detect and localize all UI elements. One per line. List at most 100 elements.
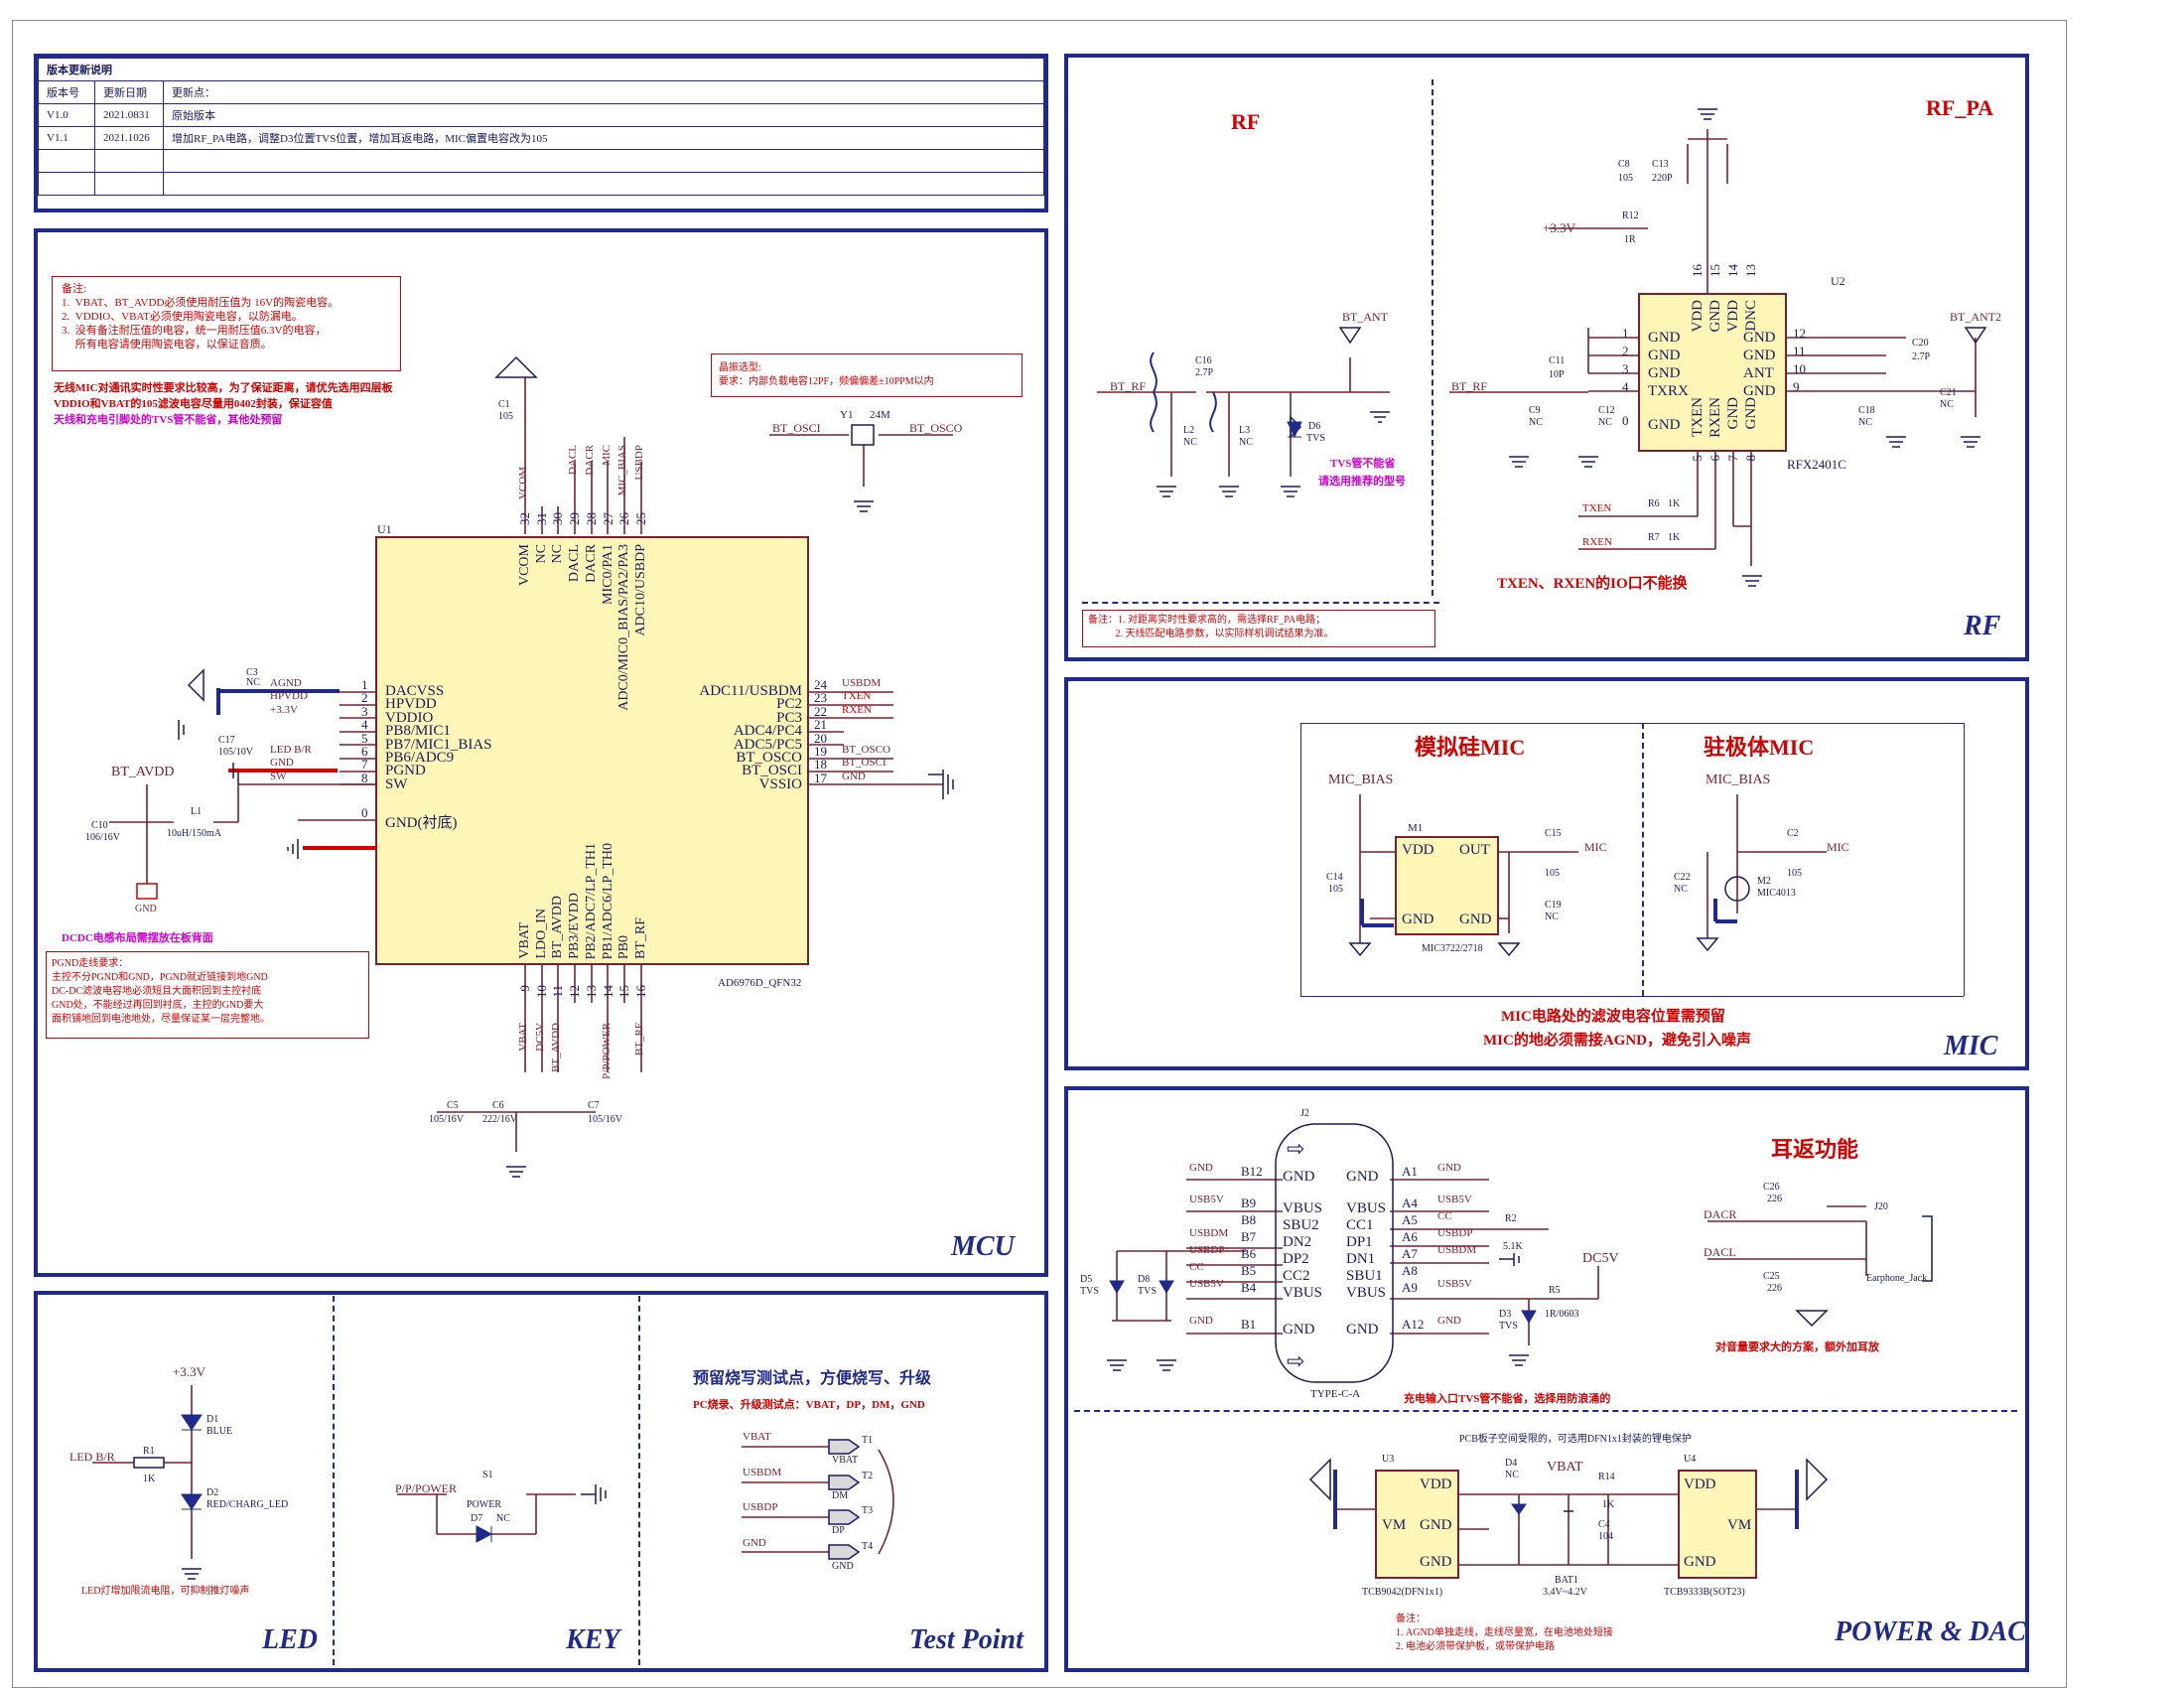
dc5v-label: DC5V <box>1582 1251 1619 1266</box>
u1-pin-name: DACR <box>583 544 599 583</box>
usb-pin-name: DN2 <box>1283 1234 1312 1250</box>
d7-value: NC <box>496 1513 510 1524</box>
mic-bias-1: MIC_BIAS <box>1328 773 1394 787</box>
crystal-osco-net: BT_OSCO <box>909 421 963 435</box>
u2-pin-name: GND <box>1725 397 1741 430</box>
l1-value: 10uH/150mA <box>167 828 221 839</box>
usb-pin-name: CC1 <box>1346 1217 1374 1233</box>
u2-pin-number: 3 <box>1622 361 1629 376</box>
c3-value: NC <box>246 677 260 688</box>
u1-ref: U1 <box>377 522 392 536</box>
usb-pin-name: GND <box>1346 1169 1379 1185</box>
usb-pin-number: A8 <box>1402 1263 1418 1278</box>
usb-pin-net: USBDM <box>1437 1244 1477 1256</box>
u1-pin-number: 5 <box>361 730 368 746</box>
u1-pin-number: 8 <box>361 770 368 785</box>
u1-pin-name: PB2/ADC7/LP_TH1 <box>583 842 599 959</box>
c10-ref: C10 <box>91 820 108 831</box>
u1-part: AD6976D_QFN32 <box>718 977 802 989</box>
rf-title: RF <box>1231 109 1261 134</box>
u2-pin-number: 13 <box>1743 264 1758 277</box>
u1-pin-number: 29 <box>567 512 583 525</box>
table-row: V1.0 2021.0831 原始版本 <box>38 103 1044 127</box>
mcu-note-box <box>52 276 401 371</box>
c6-value: 222/16V <box>482 1114 517 1125</box>
power-dac-panel <box>1064 1086 2029 1672</box>
u1-pin-number: 25 <box>632 512 648 525</box>
u2-pin-number: 8 <box>1743 455 1758 462</box>
usb-pin-name: VBUS <box>1283 1200 1323 1216</box>
u1-pin-name: NC <box>533 544 549 564</box>
key-panel-title: KEY <box>566 1624 620 1655</box>
usb-pin-name: SBU2 <box>1283 1217 1319 1233</box>
usbc-arrow-top-icon: ⇨ <box>1287 1136 1305 1161</box>
c9-ref: C9 <box>1529 405 1541 416</box>
u4-part: TCB9333B(SOT23) <box>1664 1587 1745 1598</box>
usb-pin-net: USB5V <box>1189 1278 1224 1290</box>
c22-value: NC <box>1674 884 1688 895</box>
u2-pin-number: 2 <box>1622 344 1629 358</box>
u1-pin-name: PGND <box>385 763 426 779</box>
power-pcb-note: PCB板子空间受限的，可选用DFN1x1封装的锂电保护 <box>1459 1434 1692 1445</box>
u1-pin-number: 23 <box>814 690 827 706</box>
led-key-divider <box>333 1296 335 1665</box>
mcu-warning-1: 无线MIC对通讯实时性要求比较高，为了保证距离，请优先选用四层板 <box>54 382 393 394</box>
c8-value: 105 <box>1618 173 1633 184</box>
usb-note: 充电输入口TVS管不能省，选择用防浪涌的 <box>1404 1393 1611 1405</box>
test-point-net: USBDP <box>743 1501 778 1513</box>
jack-part: Earphone_Jack <box>1866 1273 1928 1284</box>
ear-title: 耳返功能 <box>1771 1137 1859 1162</box>
u1-pin-number: 4 <box>361 717 368 733</box>
u1-pin-number: 18 <box>814 757 827 773</box>
u1-pin-net: USBDM <box>842 677 882 689</box>
bt-avdd-label: BT_AVDD <box>111 765 175 779</box>
u1-pin-name: ADC5/PC5 <box>733 736 802 753</box>
table-row <box>38 172 1044 196</box>
rf-bt-ant: BT_ANT <box>1342 310 1388 324</box>
c22-ref: C22 <box>1674 872 1691 883</box>
u3-chip <box>1375 1470 1459 1579</box>
c1-value: 105 <box>498 411 513 422</box>
test-point-ref: T4 <box>862 1540 874 1552</box>
u1-pin-name: VBAT <box>517 922 532 959</box>
usb-pin-name: GND <box>1283 1169 1315 1185</box>
u2-pin-number: 1 <box>1622 326 1629 341</box>
c15-value: 105 <box>1545 868 1560 879</box>
l2-value: NC <box>1183 437 1197 448</box>
crystal-note: 晶振选型: 要求：内部负载电容12PF，频偏偏差±10PPM以内 <box>719 362 934 387</box>
r2-value: 5.1K <box>1503 1241 1523 1252</box>
usb-pin-name: DP2 <box>1283 1251 1309 1267</box>
u1-pin-net: +3.3V <box>270 703 298 716</box>
usb-pin-net: USBDP <box>1189 1244 1225 1256</box>
mic-net-2: MIC <box>1827 840 1849 854</box>
u2-pin-name: GND <box>1743 348 1776 363</box>
s1-value: POWER <box>467 1499 501 1510</box>
u2-pin-name: TXEN <box>1690 397 1706 437</box>
c16-ref: C16 <box>1195 355 1212 366</box>
c18-value: NC <box>1858 417 1872 428</box>
u2-pin-number: 15 <box>1707 264 1722 277</box>
u1-pin-name: GND(衬底) <box>385 815 458 831</box>
tvs-note-2: 请选用推荐的型号 <box>1318 476 1406 488</box>
u1-pin-net: GND <box>270 757 294 770</box>
u2-pin-number: 14 <box>1725 264 1740 277</box>
u2-pin-name: DNC <box>1743 300 1759 332</box>
usb-pin-number: A9 <box>1402 1280 1418 1295</box>
revision-table: 版本更新说明 版本号 更新日期 更新点： V1.0 2021.0831 原始版本… <box>38 58 1044 196</box>
u1-pin-number: 11 <box>550 985 566 998</box>
u1-pin-net: VBAT <box>517 1023 529 1052</box>
u1-pin-name: BT_OSCO <box>736 750 802 766</box>
u2-pin-number: 4 <box>1622 379 1629 394</box>
u2-pin-name: GND <box>1743 397 1759 430</box>
u1-pin-name: MIC0/PA1 <box>600 544 615 605</box>
d1-ref: D1 <box>206 1414 219 1425</box>
rf-rxen-net: RXEN <box>1582 536 1612 548</box>
d5-ref: D5 <box>1080 1274 1093 1285</box>
c15-ref: C15 <box>1545 828 1562 839</box>
d2-ref: D2 <box>206 1487 219 1498</box>
c25-ref: C25 <box>1763 1271 1780 1282</box>
mic-note-2: MIC的地必须需接AGND，避免引入噪声 <box>1483 1033 1751 1049</box>
u1-pin-number: 7 <box>361 757 368 773</box>
mic-bias-2: MIC_BIAS <box>1706 773 1771 787</box>
rf-divider <box>1432 79 1433 596</box>
